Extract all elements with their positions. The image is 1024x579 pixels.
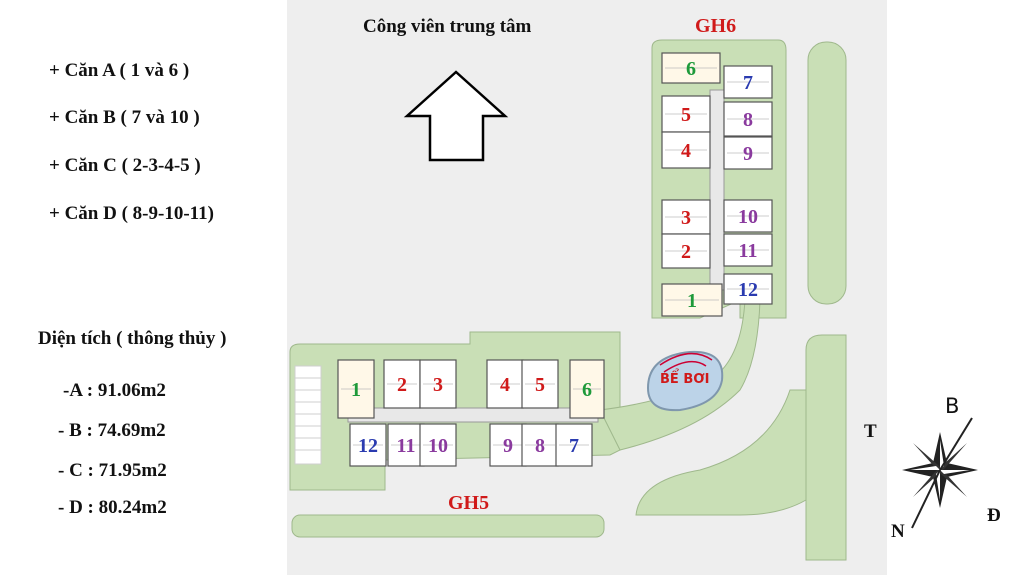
unit-number: 10 — [428, 435, 448, 457]
unit-units-0: 1 — [337, 359, 375, 419]
unit-units-7: 10 — [723, 199, 773, 233]
legend-item-a: + Căn A ( 1 và 6 ) — [49, 60, 190, 81]
unit-number: 3 — [433, 374, 443, 396]
unit-units-4: 5 — [521, 359, 559, 409]
unit-units-11: 7 — [555, 423, 593, 467]
area-d: - D : 80.24m2 — [58, 497, 167, 518]
unit-units-6: 3 — [661, 199, 711, 235]
unit-units-10: 1 — [661, 283, 723, 317]
unit-number: 8 — [743, 109, 753, 131]
unit-units-1: 7 — [723, 65, 773, 99]
gh5-corridor — [347, 407, 599, 423]
area-c: - C : 71.95m2 — [58, 460, 167, 481]
unit-number: 1 — [687, 290, 697, 312]
unit-number: 2 — [681, 241, 691, 263]
unit-number: 5 — [681, 104, 691, 126]
legend-item-c: + Căn C ( 2-3-4-5 ) — [49, 155, 201, 176]
compass-east: Đ — [987, 505, 1001, 526]
unit-units-8: 2 — [661, 233, 711, 269]
unit-units-0: 6 — [661, 52, 721, 84]
unit-number: 9 — [743, 143, 753, 165]
unit-units-11: 12 — [723, 273, 773, 305]
bottom-strip-grass — [291, 514, 605, 538]
unit-units-2: 3 — [419, 359, 457, 409]
unit-number: 3 — [681, 207, 691, 229]
unit-units-5: 9 — [723, 136, 773, 170]
unit-units-4: 4 — [661, 131, 711, 169]
unit-units-10: 8 — [521, 423, 559, 467]
unit-number: 11 — [397, 435, 416, 457]
unit-number: 10 — [738, 206, 758, 228]
unit-units-9: 11 — [723, 233, 773, 267]
unit-units-3: 4 — [486, 359, 524, 409]
unit-number: 11 — [739, 240, 758, 262]
unit-units-9: 9 — [489, 423, 527, 467]
right-strip-grass-lower — [805, 334, 847, 561]
right-strip-grass — [807, 41, 847, 305]
unit-units-8: 10 — [419, 423, 457, 467]
unit-number: 7 — [743, 72, 753, 94]
compass-rose-icon — [902, 417, 978, 529]
compass-south: N — [891, 521, 905, 542]
unit-number: 4 — [500, 374, 510, 396]
unit-number: 12 — [358, 435, 378, 457]
unit-number: 6 — [686, 58, 696, 80]
park-label: Công viên trung tâm — [363, 16, 532, 37]
pool-label: BỂ BƠI — [660, 372, 710, 387]
unit-number: 4 — [681, 140, 691, 162]
legend-item-b: + Căn B ( 7 và 10 ) — [49, 107, 200, 128]
parking-area — [294, 365, 322, 465]
unit-units-2: 5 — [661, 95, 711, 133]
gh6-label: GH6 — [695, 15, 737, 37]
corner-grass — [635, 389, 807, 516]
unit-units-3: 8 — [723, 101, 773, 137]
unit-units-5: 6 — [569, 359, 605, 419]
unit-number: 6 — [582, 379, 592, 401]
unit-number: 9 — [503, 435, 513, 457]
legend-item-d: + Căn D ( 8-9-10-11) — [49, 203, 214, 224]
unit-number: 12 — [738, 279, 758, 301]
unit-number: 8 — [535, 435, 545, 457]
gh6-corridor — [709, 89, 725, 291]
compass-north: B — [945, 394, 960, 418]
area-b: - B : 74.69m2 — [58, 420, 166, 441]
area-a: -A : 91.06m2 — [63, 380, 166, 401]
unit-number: 2 — [397, 374, 407, 396]
gh5-label: GH5 — [448, 492, 490, 514]
unit-number: 1 — [351, 379, 361, 401]
unit-number: 7 — [569, 435, 579, 457]
unit-units-6: 12 — [349, 423, 387, 467]
unit-units-1: 2 — [383, 359, 421, 409]
unit-units-7: 11 — [387, 423, 425, 467]
parking-lot — [294, 365, 322, 465]
area-title: Diện tích ( thông thủy ) — [38, 328, 227, 349]
compass-west: T — [864, 421, 877, 442]
pool — [646, 350, 724, 412]
pool-water — [646, 350, 724, 412]
north-arrow-icon — [403, 70, 509, 162]
unit-number: 5 — [535, 374, 545, 396]
